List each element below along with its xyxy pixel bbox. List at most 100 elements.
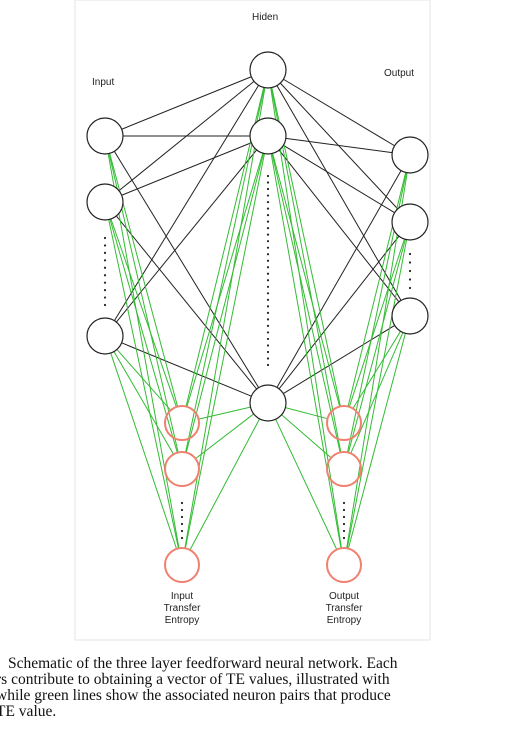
connection-line xyxy=(283,78,395,147)
ellipsis-dot xyxy=(266,220,270,223)
output-te-label-line-1: Output xyxy=(329,591,359,602)
te-link-line xyxy=(346,239,408,549)
te-link-line xyxy=(186,153,264,407)
caption-line-1: Schematic of the three layer feedforward… xyxy=(8,655,398,672)
connection-line xyxy=(113,151,260,388)
output-te-label-line-2: Transfer xyxy=(326,603,364,614)
ellipsis-dot xyxy=(266,285,270,288)
neuron-node xyxy=(249,384,287,422)
ellipsis-dot xyxy=(266,207,270,210)
connection-line xyxy=(285,137,393,154)
neuron-node xyxy=(391,136,429,174)
te-link-line xyxy=(107,153,180,549)
ellipsis-dot xyxy=(266,305,270,308)
ellipsis-dot xyxy=(342,529,346,533)
te-link-line xyxy=(198,406,251,420)
caption-line-3: while green lines show the associated ne… xyxy=(0,687,391,704)
te-link-line xyxy=(347,333,406,549)
ellipsis-dot xyxy=(408,278,412,281)
ellipsis-dot xyxy=(180,501,184,505)
connection-line xyxy=(118,80,255,192)
ellipsis-dot xyxy=(103,244,107,247)
ellipsis-dot xyxy=(180,508,184,512)
ellipsis-dot xyxy=(180,515,184,519)
input-te-label-line-1: Input xyxy=(171,591,193,602)
ellipsis-dot xyxy=(266,344,270,347)
connection-line xyxy=(283,144,395,214)
te-link-line xyxy=(352,331,401,409)
ellipsis-dot xyxy=(408,269,412,273)
ellipsis-dot xyxy=(266,240,270,243)
caption-line-4: TE value. xyxy=(0,703,57,720)
te-link-line xyxy=(108,219,179,549)
input-te-label-line-2: Transfer xyxy=(164,603,202,614)
te-node xyxy=(326,547,362,583)
ellipsis-dot xyxy=(266,233,270,236)
ellipsis-dot xyxy=(266,331,270,334)
output-te-label-line-3: Entropy xyxy=(327,615,361,626)
te-link-line xyxy=(116,349,172,411)
connection-line xyxy=(121,142,252,196)
connection-line xyxy=(278,149,400,303)
ellipsis-dot xyxy=(103,259,107,262)
ellipsis-dot xyxy=(103,289,107,292)
connection-line xyxy=(278,235,400,390)
ellipsis-dot xyxy=(266,266,270,269)
te-node xyxy=(164,405,200,441)
ellipsis-dot xyxy=(266,337,270,341)
ellipsis-dot xyxy=(408,252,412,256)
ellipsis-dot xyxy=(103,266,107,269)
ellipsis-dot xyxy=(266,181,270,184)
ellipsis-dot xyxy=(266,194,270,197)
te-link-line xyxy=(347,239,406,453)
ellipsis-dot xyxy=(266,311,270,314)
input-te-label-line-3: Entropy xyxy=(165,615,199,626)
ellipsis-dot xyxy=(266,272,270,275)
ellipsis-dot xyxy=(408,261,412,264)
te-link-line xyxy=(275,419,338,550)
te-association-lines xyxy=(107,87,408,551)
te-node xyxy=(326,451,362,487)
ellipsis-dot xyxy=(266,174,270,178)
neuron-node xyxy=(86,117,124,155)
connection-line xyxy=(276,85,402,301)
neuron-node xyxy=(249,117,287,155)
hidden-layer-label: Hiden xyxy=(252,12,278,23)
connection-line xyxy=(121,76,252,130)
neuron-node xyxy=(391,203,429,241)
ellipsis-dot xyxy=(266,324,270,327)
input-layer-label: Input xyxy=(92,77,114,88)
connection-line xyxy=(276,170,402,388)
te-link-line xyxy=(195,413,255,460)
ellipsis-dot xyxy=(103,274,107,277)
te-link-line xyxy=(110,352,178,550)
ellipsis-dot xyxy=(266,187,270,191)
te-nodes xyxy=(164,405,362,583)
neural-network-diagram: Input Hiden Output Input Transfer Entrop… xyxy=(74,0,431,641)
te-link-line xyxy=(109,219,178,453)
ellipsis-dot xyxy=(266,357,270,360)
ellipsis-dot xyxy=(103,236,107,240)
ellipsis-dot xyxy=(342,536,346,540)
ellipsis-dot xyxy=(103,251,107,254)
ellipsis-dot xyxy=(266,246,270,249)
te-node xyxy=(164,547,200,583)
ellipsis-dot xyxy=(342,501,346,505)
ellipsis-dot xyxy=(342,508,346,512)
connection-line xyxy=(115,215,258,390)
ellipsis-dot xyxy=(266,298,270,301)
te-link-line xyxy=(285,407,328,420)
ellipsis-dot xyxy=(266,200,270,204)
te-link-line xyxy=(270,153,342,549)
figure-caption: Schematic of the three layer feedforward… xyxy=(0,656,530,720)
neuron-node xyxy=(391,297,429,335)
te-link-line xyxy=(270,87,342,453)
ellipsis-dot xyxy=(266,259,270,262)
ellipsis-dot xyxy=(180,522,184,526)
ellipsis-dot xyxy=(266,214,270,217)
te-link-line xyxy=(270,87,342,549)
te-link-line xyxy=(189,418,261,551)
caption-line-2: rs contribute to obtaining a vector of T… xyxy=(0,671,390,688)
ellipsis-dot xyxy=(266,227,270,230)
neurons xyxy=(86,51,429,422)
